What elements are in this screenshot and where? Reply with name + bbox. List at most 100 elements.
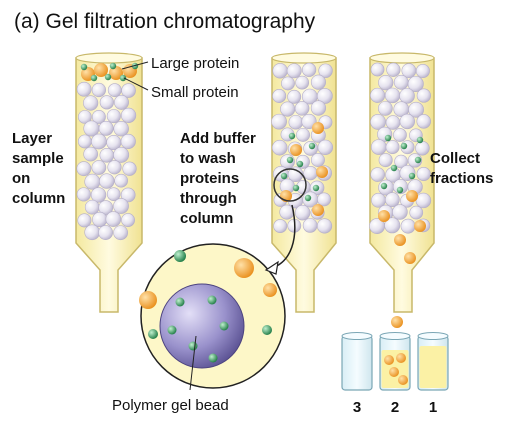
column-2-wash bbox=[271, 52, 337, 313]
gel-bead bbox=[370, 114, 386, 130]
large-protein bbox=[404, 252, 416, 264]
large-protein bbox=[406, 190, 418, 202]
zoom-region-marker bbox=[273, 168, 307, 202]
small-protein bbox=[396, 186, 404, 194]
gel-bead bbox=[318, 63, 333, 78]
gel-bead bbox=[394, 154, 408, 169]
gel-bead bbox=[121, 213, 135, 227]
gel-bead bbox=[287, 89, 302, 104]
gel-bead bbox=[273, 219, 288, 234]
gel-bead bbox=[393, 74, 409, 90]
gel-bead bbox=[377, 101, 393, 116]
gel-bead bbox=[393, 128, 407, 142]
tube-label-2: 2 bbox=[391, 399, 399, 416]
gel-bead bbox=[288, 114, 304, 130]
gel-bead bbox=[280, 101, 296, 117]
gel-bead bbox=[415, 192, 432, 209]
gel-bead bbox=[90, 187, 107, 203]
label-large-protein: Large protein bbox=[151, 55, 239, 72]
gel-bead bbox=[317, 192, 331, 207]
gel-bead bbox=[121, 83, 136, 98]
gel-bead bbox=[120, 133, 136, 150]
gel-bead bbox=[378, 74, 394, 91]
gel-bead bbox=[370, 87, 386, 103]
gel-bead bbox=[92, 211, 108, 228]
gel-bead bbox=[120, 107, 137, 123]
step1-caption: Layer sample on column bbox=[12, 130, 68, 207]
small-protein bbox=[408, 172, 416, 180]
gel-bead bbox=[399, 113, 415, 130]
gel-bead bbox=[114, 173, 128, 188]
gel-bead bbox=[370, 139, 387, 155]
gel-bead bbox=[113, 198, 129, 214]
gel-bead bbox=[272, 63, 288, 79]
small-protein bbox=[400, 142, 408, 150]
zoom-arrowhead bbox=[264, 260, 279, 275]
collection-tubes bbox=[341, 332, 449, 391]
small-protein bbox=[288, 132, 296, 140]
gel-bead bbox=[106, 187, 121, 201]
gel-bead bbox=[407, 75, 424, 92]
gel-bead bbox=[310, 74, 326, 90]
gel-bead bbox=[272, 89, 287, 103]
large-protein bbox=[394, 234, 406, 246]
gel-bead bbox=[416, 166, 431, 182]
small-protein bbox=[292, 184, 300, 192]
tube-label-3: 3 bbox=[353, 399, 361, 416]
label-polymer-gel-bead: Polymer gel bead bbox=[112, 397, 229, 414]
gel-bead bbox=[91, 133, 107, 150]
gel-bead bbox=[78, 110, 92, 124]
column-3-collect bbox=[369, 52, 435, 328]
gel-bead bbox=[106, 109, 121, 124]
gel-bead bbox=[310, 153, 325, 167]
gel-bead bbox=[317, 218, 333, 234]
gel-bead bbox=[77, 134, 92, 149]
gel-bead bbox=[384, 192, 400, 208]
gel-bead bbox=[120, 187, 136, 203]
gel-bead bbox=[415, 64, 430, 78]
gel-bead bbox=[415, 141, 430, 156]
gel-bead bbox=[301, 62, 317, 77]
tube-3 bbox=[341, 332, 373, 391]
gel-bead bbox=[317, 139, 334, 156]
gel-bead bbox=[286, 63, 302, 79]
gel-bead bbox=[113, 225, 129, 241]
gel-bead bbox=[316, 88, 333, 104]
gel-bead bbox=[384, 87, 401, 104]
step3-caption: Collect fractions bbox=[430, 150, 493, 187]
gel-bead bbox=[113, 146, 130, 163]
gel-bead bbox=[287, 166, 304, 183]
gel-bead bbox=[385, 115, 401, 130]
gel-bead bbox=[77, 213, 92, 228]
step2-caption: Add buffer to wash proteins through colu… bbox=[180, 130, 260, 227]
gel-bead bbox=[399, 88, 415, 104]
gel-beads bbox=[76, 81, 137, 241]
small-protein bbox=[304, 194, 312, 202]
gel-bead bbox=[409, 205, 424, 220]
gel-bead bbox=[76, 161, 92, 177]
large-protein bbox=[378, 210, 390, 222]
gel-bead bbox=[84, 199, 100, 215]
gel-bead bbox=[114, 94, 129, 110]
gel-bead bbox=[91, 109, 106, 124]
column-1-layer-sample bbox=[75, 52, 149, 313]
tube-1 bbox=[417, 332, 449, 391]
large-protein bbox=[316, 166, 328, 178]
large-protein bbox=[414, 220, 426, 232]
small-protein bbox=[380, 182, 388, 190]
small-protein bbox=[308, 142, 316, 150]
gel-bead bbox=[400, 218, 416, 234]
dripping-protein bbox=[391, 316, 403, 328]
gel-bead bbox=[302, 218, 318, 233]
gel-bead bbox=[76, 81, 92, 97]
gel-bead bbox=[296, 127, 310, 142]
small-protein bbox=[286, 156, 294, 164]
gel-bead bbox=[98, 225, 113, 240]
gel-bead bbox=[416, 114, 431, 129]
gel-bead bbox=[83, 95, 99, 111]
gel-bead bbox=[91, 160, 107, 175]
gel-bead bbox=[392, 204, 408, 220]
gel-bead bbox=[107, 83, 122, 98]
zoom-bubble bbox=[139, 243, 286, 391]
gel-bead bbox=[378, 153, 393, 168]
